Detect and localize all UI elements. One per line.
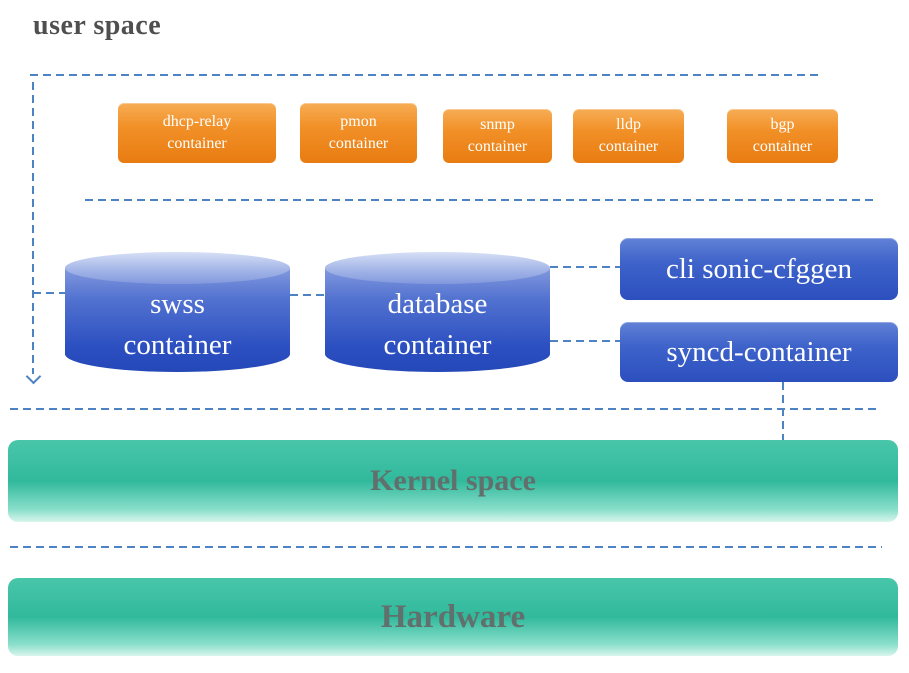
connector-left-to-swss <box>33 292 66 294</box>
cylinder-label-line2: container <box>123 329 232 361</box>
cylinder-body <box>65 268 290 372</box>
box-label-line1: pmon <box>340 112 377 130</box>
hardware-label: Hardware <box>380 598 526 635</box>
snmp-container-box: snmp container <box>443 109 552 163</box>
cylinder-top <box>65 252 290 284</box>
dhcp-relay-container-box: dhcp-relay container <box>118 103 276 163</box>
database-container-cylinder: database container <box>325 252 550 372</box>
cylinder-top <box>325 252 550 284</box>
cylinder-body <box>325 268 550 372</box>
syncd-container-box: syncd-container <box>620 322 898 382</box>
connector-database-to-syncd <box>550 340 620 342</box>
pmon-container-box: pmon container <box>300 103 417 163</box>
connector-database-to-cli <box>550 266 620 268</box>
bgp-container-box: bgp container <box>727 109 838 163</box>
lldp-container-box: lldp container <box>573 109 684 163</box>
kernel-space-layer: Kernel space <box>8 440 898 522</box>
box-label-line2: container <box>328 135 389 152</box>
dashed-divider-kernel <box>10 408 880 410</box>
arrow-down-icon <box>25 368 42 385</box>
box-label-line2: container <box>598 138 659 155</box>
box-label-line2: container <box>167 135 227 152</box>
box-label-line2: container <box>467 138 528 155</box>
box-label-line1: lldp <box>616 115 641 133</box>
cylinder-label-line1: swss <box>150 287 205 320</box>
connector-swss-to-database <box>290 294 326 296</box>
dashed-flow-line-left <box>32 82 34 374</box>
box-label-line1: snmp <box>480 115 515 133</box>
cylinder-label-line1: database <box>387 287 488 320</box>
box-label-line1: bgp <box>770 115 795 133</box>
cli-sonic-cfggen-box: cli sonic-cfggen <box>620 238 898 300</box>
cylinder-label-line2: container <box>383 329 492 361</box>
box-label-line2: container <box>752 138 813 155</box>
swss-container-cylinder: swss container <box>65 252 290 372</box>
blue-box-label: syncd-container <box>666 335 852 368</box>
cylinder-label: swss container <box>65 278 290 372</box>
dashed-divider-hardware <box>10 546 882 548</box>
dashed-divider-top <box>30 74 818 76</box>
hardware-layer: Hardware <box>8 578 898 656</box>
connector-syncd-to-kernel <box>782 382 784 454</box>
kernel-space-label: Kernel space <box>370 464 536 497</box>
cylinder-label: database container <box>325 278 550 372</box>
user-space-label: user space <box>33 10 162 41</box>
dashed-divider-containers <box>85 199 878 201</box>
blue-box-label: cli sonic-cfggen <box>665 252 852 285</box>
box-label-line1: dhcp-relay <box>162 112 232 130</box>
